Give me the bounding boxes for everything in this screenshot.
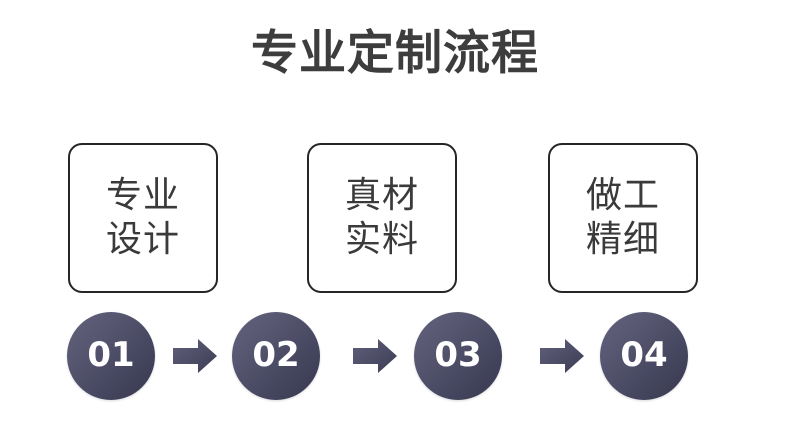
feature-box-material: 真材 实料	[307, 143, 457, 293]
step-number-04: 04	[620, 335, 668, 375]
step-number-01: 01	[87, 335, 135, 375]
feature-box-material-line-1: 真材	[344, 175, 419, 217]
feature-box-craft: 做工 精细	[548, 143, 698, 293]
step-circle-03: 03	[414, 312, 502, 400]
feature-box-design: 专业 设计	[68, 143, 218, 293]
feature-box-craft-line-1: 做工	[585, 175, 660, 217]
page-title: 专业定制流程	[251, 26, 539, 81]
step-circle-04: 04	[600, 312, 688, 400]
arrow-right-icon	[540, 339, 584, 373]
feature-box-craft-line-2: 精细	[585, 219, 660, 260]
step-circle-01: 01	[67, 312, 155, 400]
arrow-right-icon	[173, 339, 217, 373]
step-circle-02: 02	[232, 312, 320, 400]
step-number-03: 03	[434, 335, 482, 375]
step-number-02: 02	[252, 335, 300, 375]
arrow-right-icon	[353, 339, 397, 373]
feature-box-design-line-1: 专业	[105, 175, 180, 217]
feature-box-material-line-2: 实料	[344, 219, 419, 260]
feature-box-design-line-2: 设计	[105, 219, 180, 260]
